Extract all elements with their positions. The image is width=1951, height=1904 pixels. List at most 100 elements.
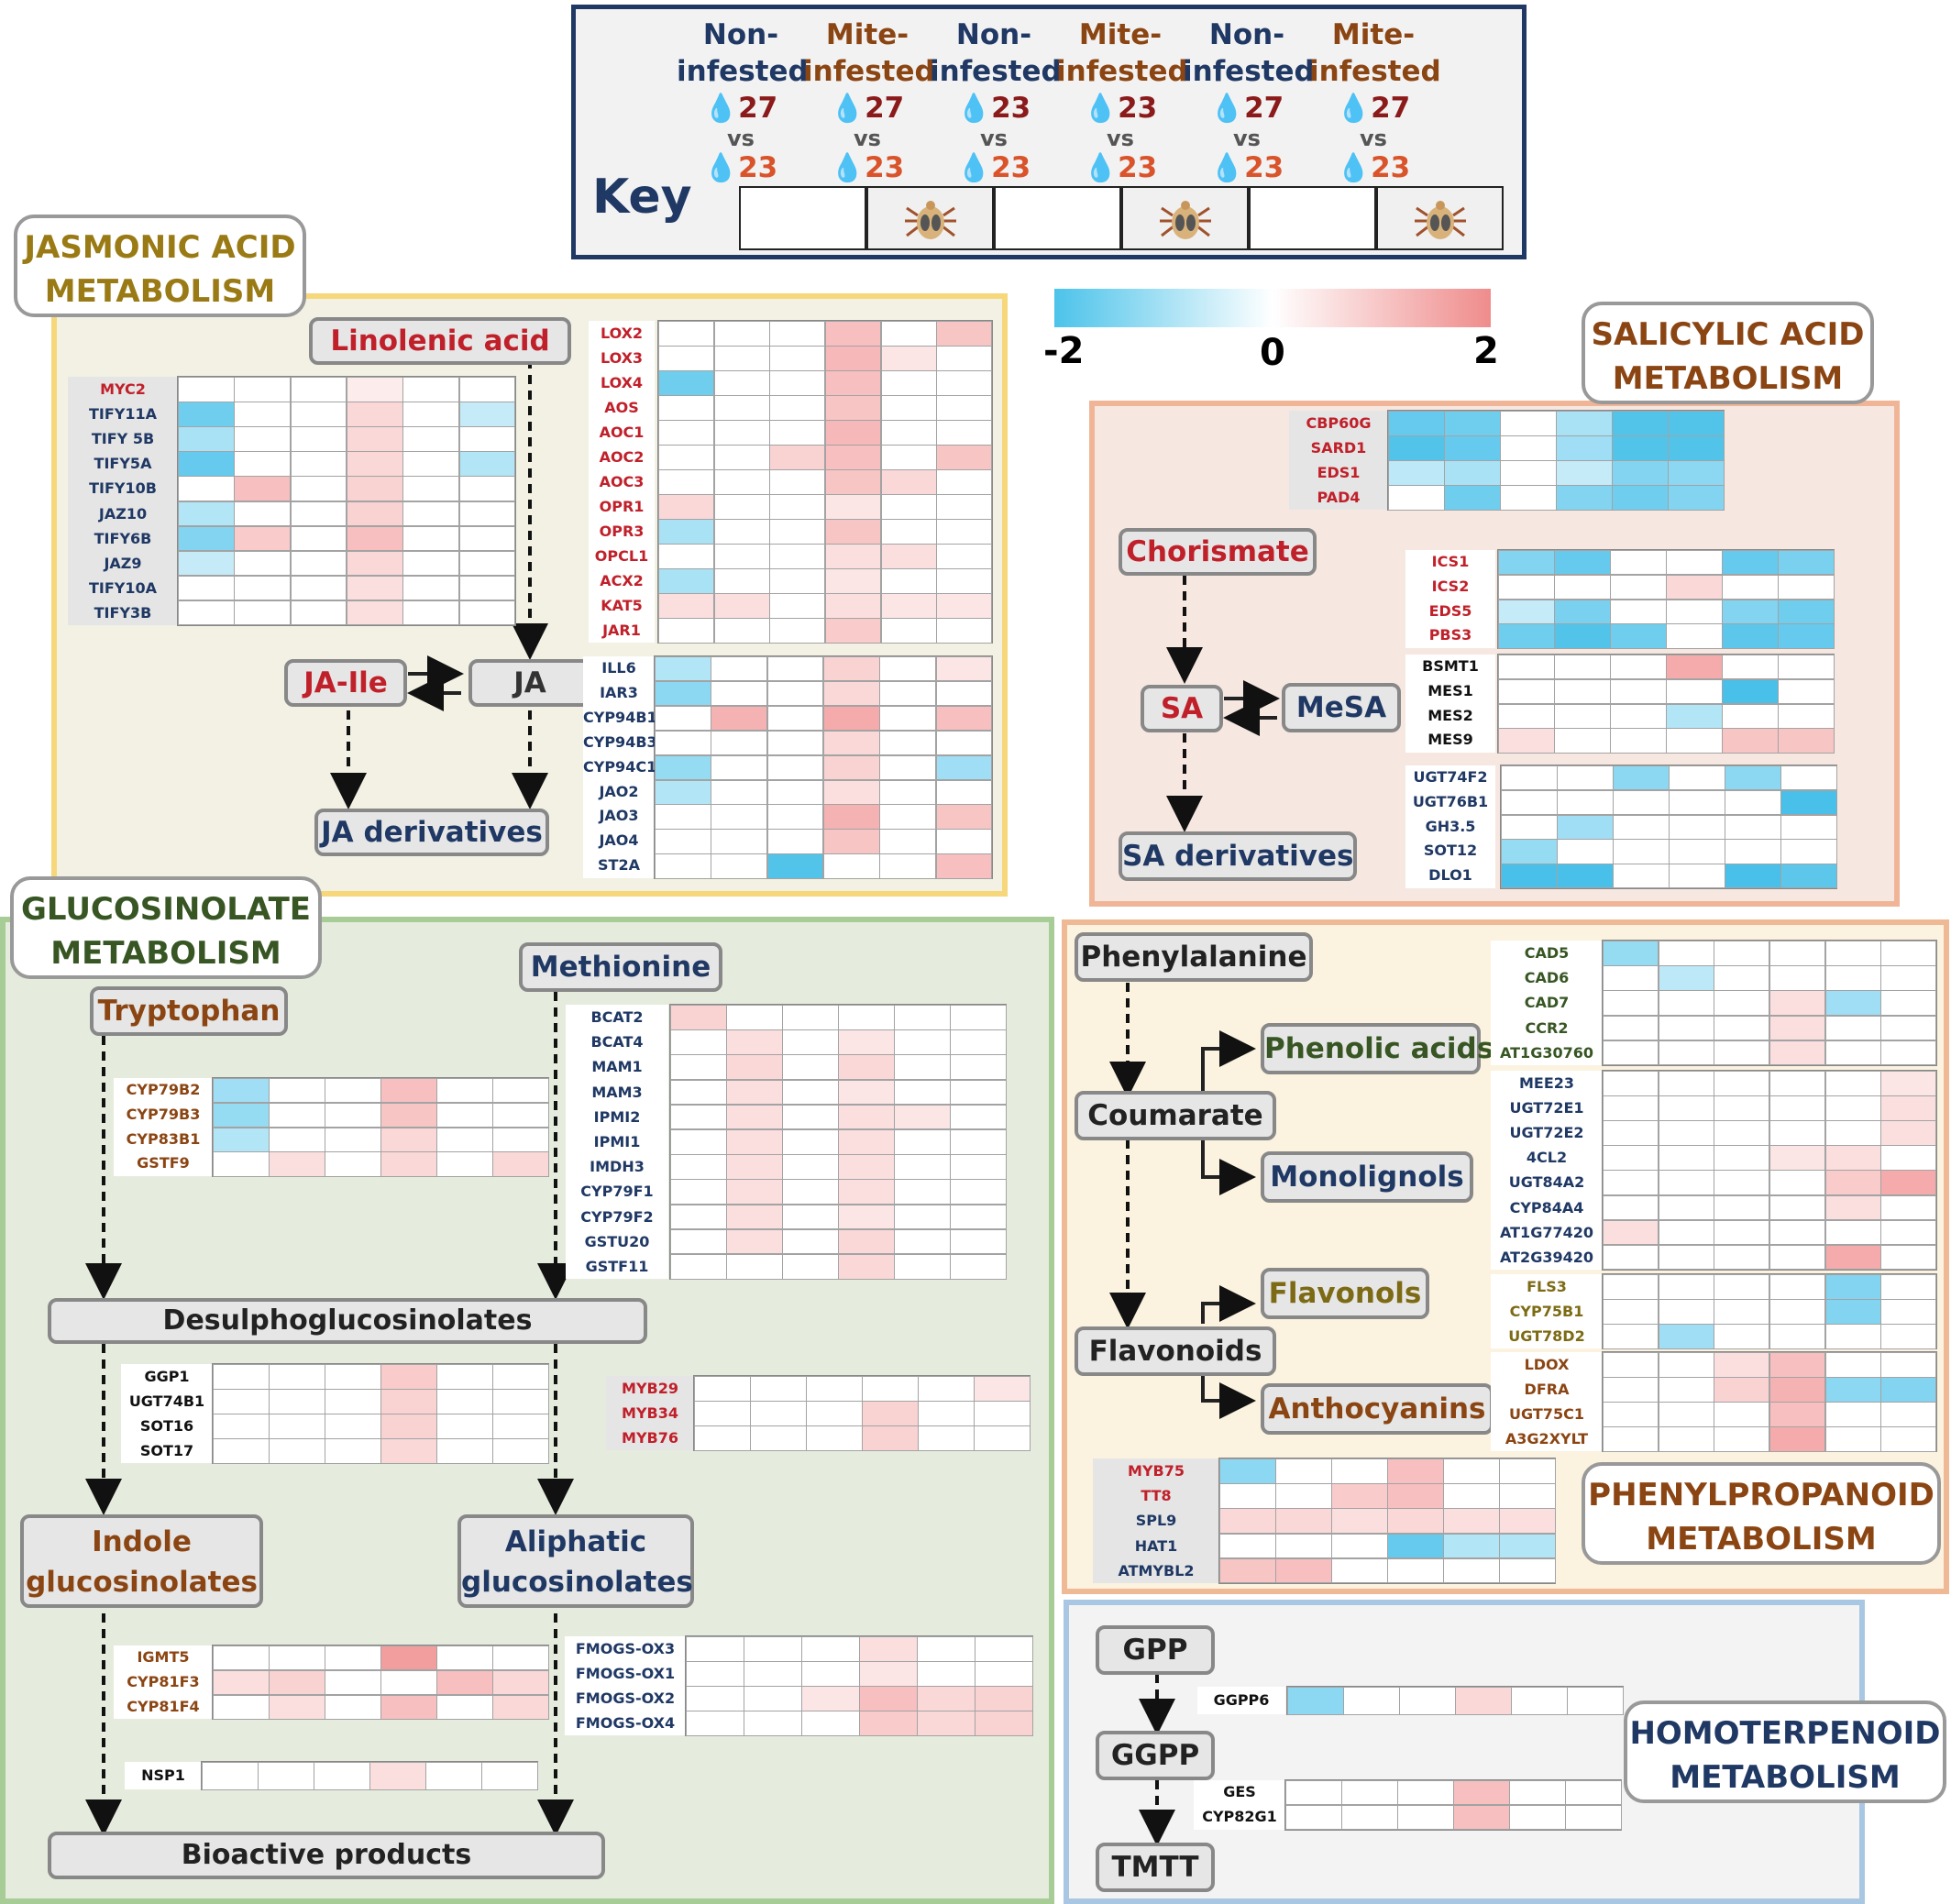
gene-label: IPMI1 [593,1133,641,1150]
colorbar [1054,289,1491,327]
heatmap-cell [269,1438,325,1464]
key-cell [866,186,994,250]
heatmap-cell [879,804,937,830]
heatmap-label-column [1491,1274,1603,1348]
node-indole-line1: Indole [92,1525,192,1558]
heatmap-label-column [589,321,655,643]
heatmap-label-column [606,1376,694,1450]
heatmap-cell [766,754,824,780]
heatmap-label-column [1491,941,1603,1065]
heatmap-cell [769,346,826,371]
heatmap-cell [894,1254,951,1280]
heatmap-cell [935,779,993,805]
heatmap-cell [744,1636,802,1662]
key-col-top: 💧27 [677,90,805,127]
heatmap-cell [1658,1299,1714,1325]
gene-label: MYB34 [622,1404,678,1422]
heatmap-cell [458,501,516,527]
heatmap-cell [936,370,993,396]
heatmap-cell [380,1645,437,1671]
gene-label: MEE23 [1518,1074,1575,1092]
heatmap-cell [670,1054,727,1081]
heatmap-cell [1780,864,1837,889]
heatmap-cell [1880,941,1937,966]
heatmap-cell [823,779,880,805]
heatmap-cell [694,1401,751,1426]
heatmap-cell [713,519,770,545]
heatmap-cell [380,1438,437,1464]
heatmap-cell [402,600,460,626]
heatmap-cell [658,395,715,421]
heatmap-cell [1769,1352,1826,1378]
heatmap-cell [769,593,826,619]
heatmap-cell [766,804,824,830]
heatmap-label-column [121,1364,213,1463]
heatmap-cell [726,1204,783,1230]
heatmap-cell [369,1762,426,1790]
heatmap-cell [1725,864,1781,889]
gene-label: OPCL1 [594,547,649,565]
key-col-line1: Mite- [825,18,909,51]
heatmap-cell [1509,1780,1566,1806]
heatmap-cell [1556,460,1613,486]
heatmap-cell [1554,703,1611,729]
heatmap-label-column [1491,1352,1603,1451]
heatmap-cell [825,568,882,594]
heatmap-cell [436,1151,493,1177]
heatmap-cell [801,1686,860,1711]
heatmap-cell [862,1425,919,1451]
heatmap-cell [1613,765,1670,791]
heatmap-cell [1666,728,1723,754]
heatmap-cell [1554,678,1611,705]
heatmap-cell [1658,1244,1714,1271]
heatmap-cell [838,1204,895,1230]
water-drop-icon: 💧 [1209,93,1245,125]
heatmap-cell [658,469,715,495]
heatmap-cell [402,550,460,577]
heatmap-cell [1219,1533,1276,1559]
key-col-line1: Non- [702,18,779,51]
node-gpp: GPP [1096,1625,1215,1675]
heatmap-cell [1613,814,1670,840]
heatmap-cell [918,1401,975,1426]
heatmap-cell [1714,1274,1770,1300]
heatmap-cell [1658,1120,1714,1146]
node-chorismate: Chorismate [1119,528,1317,576]
heatmap-cell [436,1389,493,1414]
heatmap-cell [806,1376,863,1402]
key-col-top-value: 27 [1244,92,1284,125]
heatmap-cell [936,445,993,470]
heatmap-cell [234,377,292,402]
heatmap-cell [655,853,711,879]
heatmap-cell [1769,1015,1826,1041]
heatmap-cell [726,1104,783,1130]
heatmap-cell [726,1179,783,1205]
heatmap-cell [879,730,937,756]
heatmap-cell [347,575,403,601]
heatmap-cell [713,544,770,569]
heatmap-cell [178,402,235,427]
heatmap-cell [1778,703,1835,729]
heatmap-cell [782,1154,839,1180]
heatmap-cell [325,1694,381,1720]
heatmap-cell [838,1054,895,1081]
gene-label: PBS3 [1428,626,1472,644]
heatmap-cell [894,1154,951,1180]
heatmap-cell [950,1254,1007,1280]
heatmap-cell [1722,728,1779,754]
heatmap-cell [825,321,882,347]
heatmap-cell [314,1762,370,1790]
heatmap-cell [769,494,826,520]
heatmap-cell [1658,1015,1714,1041]
heatmap-cell [726,1154,783,1180]
heatmap-cell [713,346,770,371]
heatmap-cell [879,853,937,879]
key-col-line2: infested [1309,55,1441,88]
heatmap-cell [782,1054,839,1081]
gene-label: CAD7 [1524,994,1570,1012]
key-col-top: 💧27 [1309,90,1438,127]
heatmap-cell [1603,941,1659,966]
heatmap-cell [655,754,711,780]
heatmap-cell [823,705,880,732]
heatmap-cell [325,1645,381,1671]
